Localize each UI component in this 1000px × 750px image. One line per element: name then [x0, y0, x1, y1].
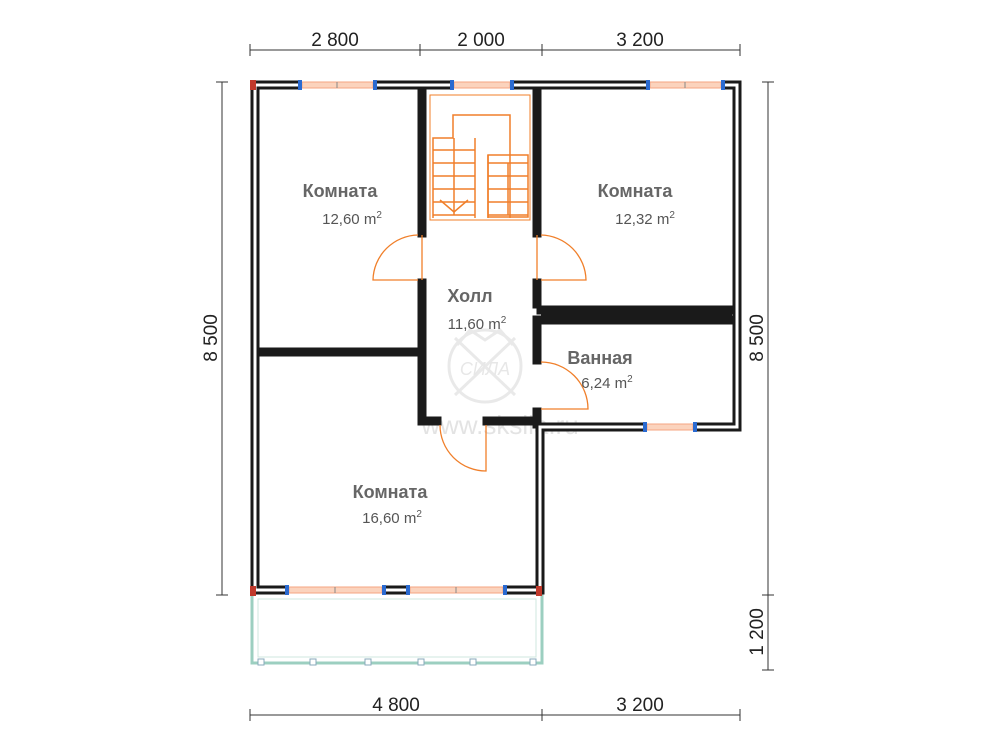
- room-area-sup: 2: [376, 210, 382, 221]
- dim-right-main: 8 500: [747, 314, 768, 362]
- room-label-bottom: Комната 16,60 m2: [353, 482, 429, 527]
- window-top-stairs: [450, 80, 514, 90]
- room-area-sup: 2: [627, 374, 633, 385]
- watermark-logo-text: СИЛА: [460, 359, 510, 379]
- walls: [250, 80, 742, 595]
- room-name: Ванная: [567, 348, 632, 368]
- svg-text:6,24 m2: 6,24 m2: [581, 374, 633, 392]
- svg-text:16,60 m2: 16,60 m2: [362, 509, 422, 527]
- room-area: 6,24 m: [581, 375, 627, 392]
- doors: [372, 234, 589, 472]
- dim-top-1: 2 800: [311, 30, 359, 51]
- windows: [285, 80, 725, 595]
- room-name: Холл: [447, 286, 492, 306]
- room-name: Комната: [353, 482, 429, 502]
- dim-bottom-1: 4 800: [372, 695, 420, 716]
- door-room-top-right: [536, 234, 587, 281]
- room-area: 12,60 m: [322, 211, 376, 228]
- room-area: 11,60 m: [448, 316, 501, 333]
- window-bath: [643, 422, 697, 432]
- dim-bottom-2: 3 200: [616, 695, 664, 716]
- staircase: [429, 94, 531, 221]
- window-bottom-right: [406, 585, 507, 595]
- room-area-sup: 2: [501, 315, 507, 326]
- window-top-left: [298, 80, 377, 90]
- dim-right-terrace: 1 200: [747, 608, 768, 656]
- svg-text:12,32 m2: 12,32 m2: [615, 210, 675, 228]
- bath-wall-fill: [541, 311, 732, 319]
- svg-text:12,60 m2: 12,60 m2: [322, 210, 382, 228]
- door-room-top-left: [372, 234, 423, 281]
- room-name: Комната: [598, 181, 674, 201]
- dim-top-2: 2 000: [457, 30, 505, 51]
- room-label-hall: Холл 11,60 m2: [447, 286, 506, 333]
- window-top-right: [646, 80, 725, 90]
- corner-markers: [250, 80, 542, 596]
- room-name: Комната: [303, 181, 379, 201]
- terrace: [250, 591, 544, 666]
- wall-inner-lines: [253, 83, 739, 592]
- watermark-logo: СИЛА: [447, 328, 523, 404]
- room-area: 12,32 m: [615, 211, 669, 228]
- room-label-top-left: Комната 12,60 m2: [303, 181, 383, 228]
- room-area-sup: 2: [669, 210, 675, 221]
- dim-top-3: 3 200: [616, 30, 664, 51]
- svg-text:11,60 m2: 11,60 m2: [448, 315, 507, 333]
- window-bottom-left: [285, 585, 386, 595]
- room-area-sup: 2: [416, 509, 422, 520]
- room-area: 16,60 m: [362, 510, 416, 527]
- dimension-lines: [216, 44, 774, 721]
- room-label-top-right: Комната 12,32 m2: [598, 181, 676, 228]
- dim-left: 8 500: [201, 314, 222, 362]
- door-room-bottom: [439, 424, 487, 472]
- door-bathroom: [540, 361, 589, 410]
- room-label-bath: Ванная 6,24 m2: [567, 348, 633, 392]
